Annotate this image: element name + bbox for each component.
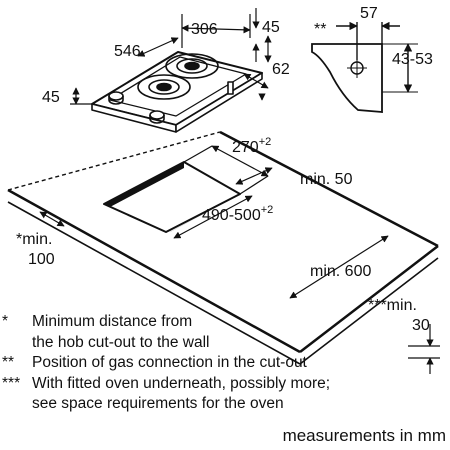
- legend-text: Minimum distance from: [32, 313, 193, 330]
- cutout-min-wall-label: *min.: [16, 231, 52, 248]
- hob-width-label: 306: [191, 21, 218, 38]
- control-knob-right-icon: [149, 110, 165, 124]
- legend: * Minimum distance from the hob cut-out …: [0, 312, 450, 415]
- legend-text: Position of gas connection in the cut-ou…: [32, 354, 307, 371]
- cutout-dimension-lines: [39, 145, 440, 374]
- cutout-width-tolerance: +2: [259, 136, 272, 148]
- legend-item-gas-connection: ** Position of gas connection in the cut…: [0, 353, 450, 374]
- cutout-min-front-label: min. 600: [310, 263, 371, 280]
- legend-text: With fitted oven underneath, possibly mo…: [32, 374, 331, 392]
- legend-text: the hob cut-out to the wall: [32, 333, 210, 351]
- legend-item-oven: *** With fitted oven underneath, possibl…: [0, 374, 450, 415]
- oven-min-value: 30: [412, 317, 430, 334]
- gas-connection-distance-label: 57: [360, 5, 378, 22]
- legend-marker: **: [2, 354, 15, 371]
- cutout-min-back-label: min. 50: [300, 171, 353, 188]
- legend-text: see space requirements for the oven: [32, 395, 284, 412]
- cutout-width-value: 270: [232, 139, 259, 156]
- hob-depth-label: 546: [114, 43, 141, 60]
- legend-marker: *: [2, 313, 9, 330]
- legend-item-wall-distance: * Minimum distance from the hob cut-out …: [0, 312, 450, 353]
- gas-connection-range-label: 43-53: [392, 51, 433, 68]
- measurement-unit-note: measurements in mm: [282, 426, 446, 445]
- hob-side-height-label: 45: [42, 89, 60, 106]
- cutout-depth-value: 490-500: [202, 207, 261, 224]
- hob-illustration: [91, 51, 263, 133]
- cutout-depth-tolerance: +2: [261, 204, 274, 216]
- legend-marker: ***: [2, 374, 21, 392]
- burner-rear-icon: [165, 53, 219, 79]
- hob-height-label: 45: [262, 19, 280, 36]
- hob-top-depth-label: 62: [272, 61, 290, 78]
- cutout-depth-label: 490-500+2: [202, 204, 273, 224]
- cutout-width-label: 270+2: [232, 136, 271, 156]
- burner-front-icon: [137, 74, 191, 100]
- worktop-illustration: [7, 130, 439, 365]
- hob-cutout: [103, 161, 241, 233]
- cutout-min-wall-value: 100: [28, 251, 55, 268]
- oven-min-label: ***min.: [368, 297, 417, 314]
- gas-connection-detail: [311, 21, 418, 113]
- control-knob-left-icon: [108, 91, 124, 105]
- hob-dimension-lines: [70, 8, 272, 105]
- gas-connection-marker: **: [314, 21, 326, 38]
